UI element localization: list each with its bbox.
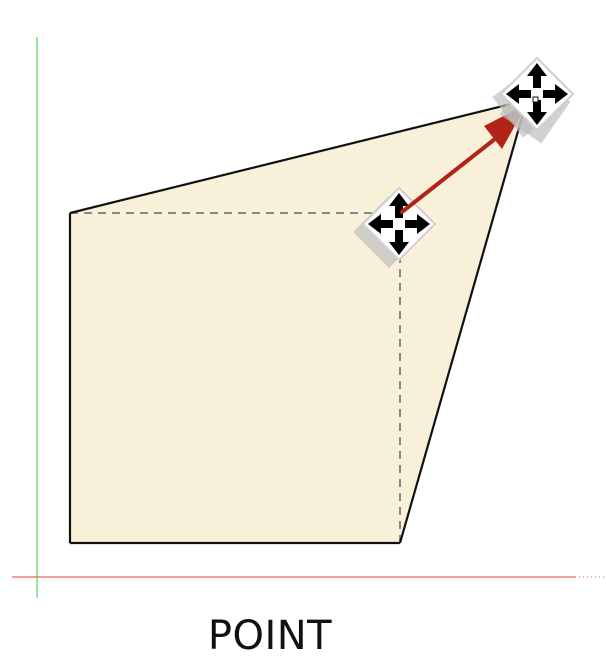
edge-top-moved <box>69 98 528 215</box>
move-cursor-target-icon[interactable] <box>487 57 577 150</box>
caption-title: POINT <box>207 613 333 659</box>
edge-right-moved <box>398 99 529 544</box>
selected-point-marker <box>532 96 539 103</box>
